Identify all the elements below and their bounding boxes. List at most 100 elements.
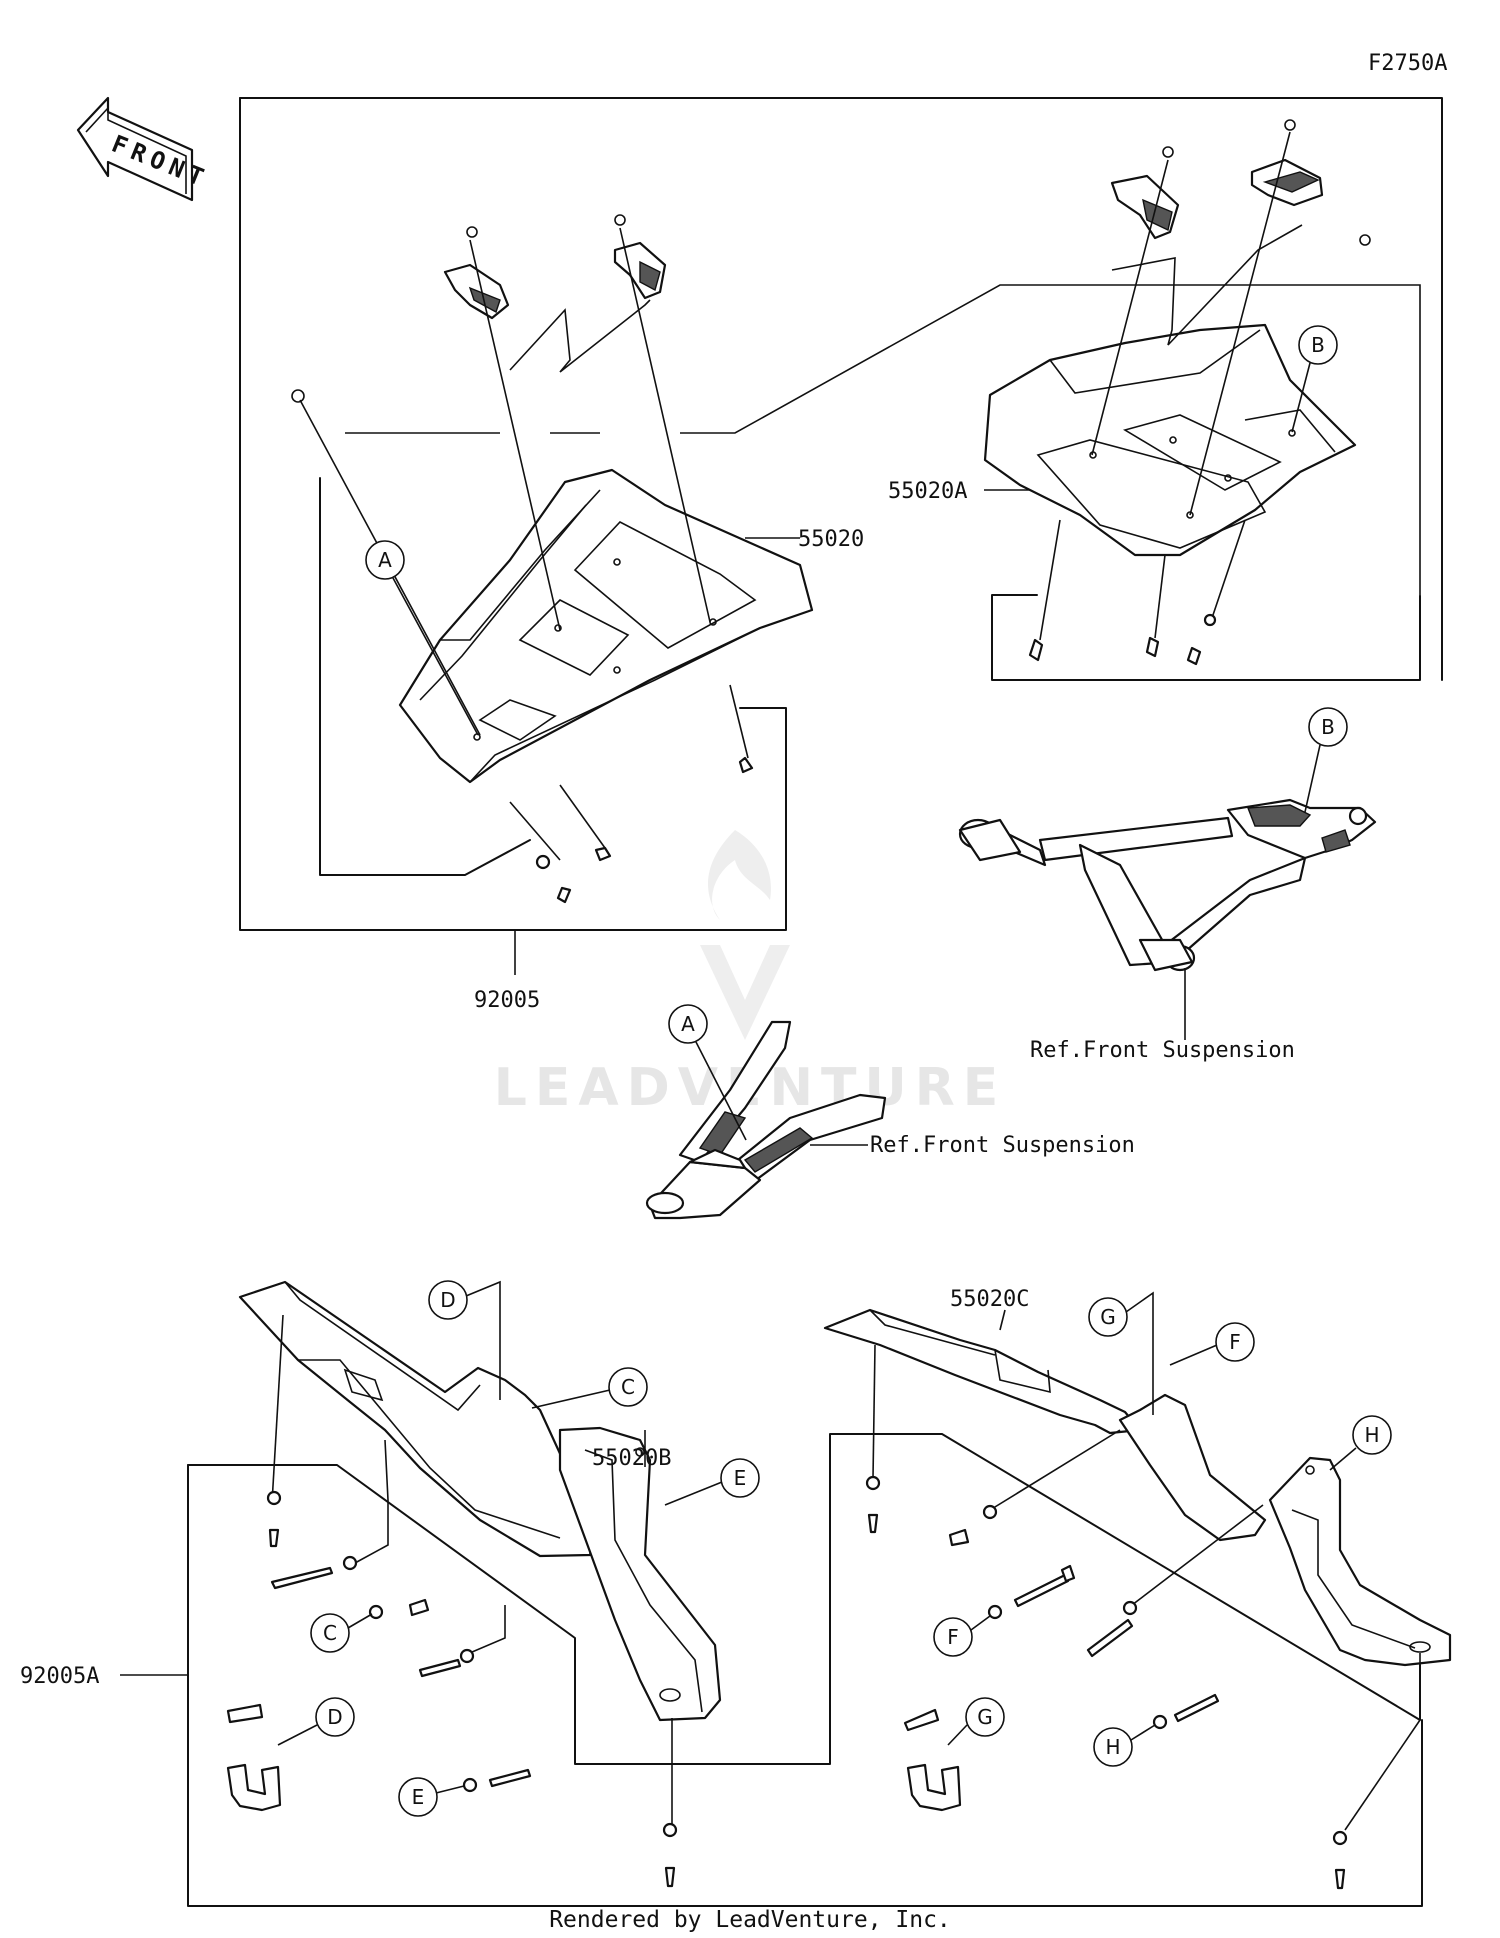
leader-washer bbox=[509, 801, 561, 861]
leader-callout-c-upper bbox=[531, 1389, 611, 1409]
ref-front-suspension-lower: Ref.Front Suspension bbox=[870, 1133, 1135, 1158]
screw-r1 bbox=[1028, 638, 1044, 662]
suspension-arm-center bbox=[645, 1020, 887, 1220]
outer-frame-top bbox=[239, 97, 1443, 681]
screw-l1 bbox=[268, 1528, 280, 1548]
leader-clamp-2 bbox=[619, 227, 711, 623]
leader-callout-h-upper bbox=[1329, 1447, 1357, 1471]
screw-h1 bbox=[1086, 1618, 1134, 1658]
leader-clamp-1 bbox=[469, 239, 561, 631]
nut-a bbox=[291, 389, 305, 403]
leader-bolt-r1 bbox=[1039, 519, 1061, 641]
part-label-55020a: 55020A bbox=[888, 479, 967, 504]
washer-r bbox=[1203, 613, 1217, 627]
bolt-head-f bbox=[1060, 1564, 1076, 1583]
figure-code: F2750A bbox=[1368, 51, 1447, 76]
leader-bolt-2 bbox=[729, 684, 749, 759]
pin-g bbox=[903, 1708, 940, 1732]
callout-c-upper-label: C bbox=[621, 1375, 635, 1399]
screw-r3 bbox=[1186, 646, 1202, 666]
bolt-long-f bbox=[1013, 1573, 1070, 1608]
part-label-55020b: 55020B bbox=[592, 1446, 671, 1471]
part-label-55020c: 55020C bbox=[950, 1287, 1029, 1312]
frame-55020a bbox=[991, 594, 1421, 681]
callout-d-upper bbox=[428, 1280, 468, 1320]
callout-e-upper bbox=[720, 1458, 760, 1498]
watermark-v-icon bbox=[700, 945, 790, 1040]
screw-r2 bbox=[1145, 636, 1160, 658]
leader-bolt-r2 bbox=[1154, 554, 1166, 639]
leader-screw-r4 bbox=[872, 1344, 876, 1479]
leader-callout-b-upper bbox=[1291, 362, 1311, 433]
callout-g-upper bbox=[1088, 1297, 1128, 1337]
clamp-left-2 bbox=[613, 214, 667, 300]
leader-washer-h bbox=[1131, 1504, 1264, 1606]
callout-b-upper bbox=[1298, 325, 1338, 365]
washer-l1 bbox=[266, 1490, 282, 1506]
callout-d-lower bbox=[315, 1697, 355, 1737]
frame-92005a bbox=[187, 1464, 1423, 1907]
guard-left-long bbox=[238, 1280, 597, 1558]
leader-callout-e-upper bbox=[664, 1481, 723, 1506]
washer-l3 bbox=[459, 1648, 475, 1664]
frame-link-55020a bbox=[680, 284, 1421, 596]
pin-d bbox=[226, 1703, 264, 1724]
leader-callout-b-lower bbox=[1304, 744, 1321, 813]
washer-upper bbox=[535, 854, 551, 870]
frame-inner-lower bbox=[187, 1433, 1421, 1765]
callout-f-upper bbox=[1215, 1322, 1255, 1362]
callout-a-lower-label: A bbox=[681, 1012, 695, 1036]
callout-g-lower bbox=[965, 1697, 1005, 1737]
callout-c-upper bbox=[608, 1367, 648, 1407]
callout-f-lower bbox=[933, 1617, 973, 1657]
clamp-right-2 bbox=[1250, 119, 1324, 207]
callout-h-upper-label: H bbox=[1364, 1423, 1379, 1447]
leader-bolt-l bbox=[354, 1439, 389, 1564]
leader-callout-a-lower bbox=[695, 1041, 747, 1141]
washer-center bbox=[662, 1822, 678, 1838]
guard-right-long bbox=[823, 1308, 1267, 1542]
callout-e-upper-label: E bbox=[734, 1466, 747, 1490]
callout-b-lower bbox=[1308, 707, 1348, 747]
callout-g-upper-label: G bbox=[1100, 1305, 1116, 1329]
callout-c-lower bbox=[310, 1613, 350, 1653]
callout-d-upper-label: D bbox=[440, 1288, 455, 1312]
skid-plate-55020 bbox=[398, 468, 814, 784]
leader-bolt-r3 bbox=[1211, 519, 1246, 619]
callout-h-lower bbox=[1093, 1727, 1133, 1767]
nut-g bbox=[948, 1528, 970, 1547]
screw-rr bbox=[1334, 1868, 1346, 1890]
bracket-d bbox=[226, 1763, 282, 1812]
leader-clamp-r-bracket bbox=[1111, 224, 1303, 346]
guard-right-bracket bbox=[1268, 1456, 1452, 1667]
bracket-g bbox=[906, 1763, 962, 1812]
leader-callout-e-lower bbox=[435, 1785, 465, 1794]
leader-screw-rr-2 bbox=[1344, 1719, 1421, 1831]
washer-h2 bbox=[1152, 1714, 1168, 1730]
screw-upper-1 bbox=[556, 886, 572, 904]
washer-l2 bbox=[342, 1555, 358, 1571]
screw-upper-3 bbox=[738, 756, 754, 774]
callout-h-upper bbox=[1352, 1415, 1392, 1455]
leader-clamp-r2 bbox=[1189, 131, 1291, 516]
bracket-left bbox=[319, 477, 531, 876]
washer-e bbox=[462, 1777, 478, 1793]
leader-clamp-r1 bbox=[1091, 159, 1169, 456]
skid-plate-55020a bbox=[983, 323, 1357, 557]
callout-a-upper-label: A bbox=[378, 548, 392, 572]
screw-h2 bbox=[1173, 1693, 1220, 1723]
leader-callout-c-lower bbox=[347, 1613, 373, 1629]
screw-r4 bbox=[867, 1513, 879, 1534]
washer-g bbox=[982, 1504, 998, 1520]
leader-nut-g bbox=[989, 1429, 1121, 1511]
callout-a-upper bbox=[365, 540, 405, 580]
clamp-left-1 bbox=[443, 226, 510, 320]
leader-55020c bbox=[999, 1309, 1006, 1331]
callout-h-lower-label: H bbox=[1105, 1735, 1120, 1759]
leader-callout-d-lower bbox=[277, 1724, 318, 1746]
callout-f-lower-label: F bbox=[947, 1625, 959, 1649]
screw-l2 bbox=[418, 1658, 462, 1678]
watermark-flame-icon bbox=[708, 830, 771, 920]
callout-b-lower-label: B bbox=[1321, 715, 1335, 739]
